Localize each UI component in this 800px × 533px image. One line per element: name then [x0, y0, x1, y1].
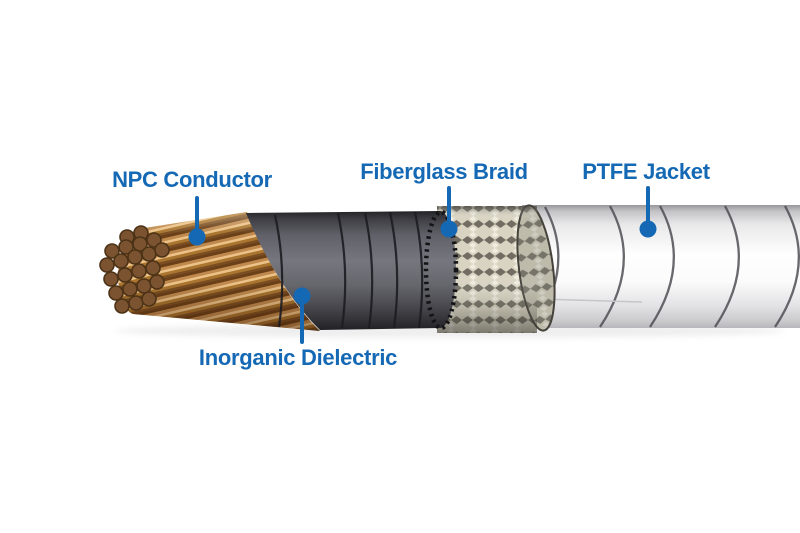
- label-ptfe-jacket: PTFE Jacket: [582, 159, 710, 184]
- npc-conductor-layer: [99, 212, 320, 331]
- dielectric-serrated-rim: [423, 209, 459, 331]
- label-npc-conductor: NPC Conductor: [112, 167, 272, 192]
- label-fiberglass-braid: Fiberglass Braid: [360, 159, 528, 184]
- ptfe-jacket-layer: [522, 205, 800, 328]
- label-inorganic-dielectric: Inorganic Dielectric: [198, 345, 398, 370]
- leader-line-fiberglass-braid: [447, 186, 451, 229]
- leader-line-npc-conductor: [195, 196, 199, 237]
- leader-line-ptfe-jacket: [646, 186, 650, 230]
- leader-dot-npc-conductor: [188, 228, 206, 246]
- conductor-end-face: [99, 225, 170, 314]
- leader-dot-inorganic-dielectric: [293, 287, 311, 305]
- leader-dot-ptfe-jacket: [639, 220, 657, 238]
- leader-line-inorganic-dielectric: [300, 298, 304, 344]
- leader-dot-fiberglass-braid: [440, 220, 458, 238]
